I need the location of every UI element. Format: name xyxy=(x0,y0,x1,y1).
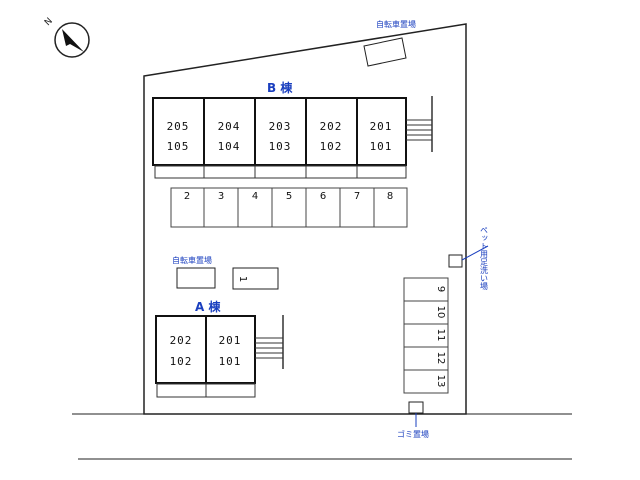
bicycle-parking-mid xyxy=(176,267,216,289)
unit-upper: 201 xyxy=(370,120,393,133)
parking-number: 2 xyxy=(184,191,190,202)
parking-number: 7 xyxy=(354,191,360,202)
unit-upper: 203 xyxy=(269,120,292,133)
building-b-unit: 205 105 xyxy=(152,97,205,166)
parking-number: 13 xyxy=(435,375,446,388)
building-b-balcony xyxy=(154,165,407,179)
pet-wash-leader xyxy=(461,245,489,261)
parking-row xyxy=(170,187,408,228)
unit-lower: 101 xyxy=(219,355,242,368)
unit-lower: 102 xyxy=(320,140,343,153)
building-b-label: B 棟 xyxy=(267,80,293,95)
parking-number: 1 xyxy=(237,276,248,282)
unit-upper: 205 xyxy=(167,120,190,133)
bicycle-parking-mid-label: 自転車置場 xyxy=(172,255,212,265)
parking-number: 4 xyxy=(252,191,258,202)
building-a-unit: 202 102 xyxy=(155,315,207,384)
parking-space xyxy=(271,187,307,228)
parking-space xyxy=(237,187,273,228)
site-boundary xyxy=(143,23,467,415)
compass-north-label: N xyxy=(43,16,55,28)
parking-number: 5 xyxy=(286,191,292,202)
parking-space xyxy=(403,369,449,394)
compass: N xyxy=(43,16,90,58)
parking-space xyxy=(339,187,375,228)
garbage-label: ゴミ置場 xyxy=(397,429,429,439)
building-a: 202 102 201 101 xyxy=(155,315,284,398)
building-b-unit: 203 103 xyxy=(254,97,307,166)
parking-space-single xyxy=(232,267,279,290)
garbage-area xyxy=(408,401,424,414)
building-b: 205 105 204 104 203 103 202 102 201 101 xyxy=(152,96,433,179)
unit-lower: 104 xyxy=(218,140,241,153)
parking-number: 6 xyxy=(320,191,326,202)
parking-space xyxy=(170,187,205,228)
parking-space xyxy=(305,187,341,228)
parking-number: 8 xyxy=(387,191,393,202)
unit-upper: 201 xyxy=(219,334,242,347)
building-b-stairs xyxy=(406,96,433,152)
parking-space xyxy=(203,187,239,228)
unit-lower: 105 xyxy=(167,140,190,153)
unit-lower: 102 xyxy=(170,355,193,368)
compass-arrow-icon xyxy=(62,29,84,52)
parking-column-numbers: 9 10 11 12 13 xyxy=(435,286,446,388)
bicycle-parking-top xyxy=(363,37,407,67)
unit-upper: 202 xyxy=(320,120,343,133)
parking-number: 12 xyxy=(435,352,446,365)
building-a-unit: 201 101 xyxy=(205,315,256,384)
building-a-label: A 棟 xyxy=(195,299,221,314)
parking-row-numbers: 2 3 4 5 6 7 8 xyxy=(184,191,393,202)
parking-number: 11 xyxy=(435,329,446,342)
bicycle-parking-top-label: 自転車置場 xyxy=(376,19,416,29)
unit-upper: 202 xyxy=(170,334,193,347)
unit-lower: 101 xyxy=(370,140,393,153)
parking-number: 10 xyxy=(435,306,446,319)
parking-space xyxy=(373,187,408,228)
parking-column xyxy=(403,277,449,394)
pet-wash-label: ペット用足洗い場 xyxy=(480,226,489,291)
unit-upper: 204 xyxy=(218,120,241,133)
building-b-unit: 202 102 xyxy=(305,97,358,166)
pet-wash-station xyxy=(448,254,463,268)
building-b-unit: 201 101 xyxy=(356,97,407,166)
unit-lower: 103 xyxy=(269,140,292,153)
parking-number: 3 xyxy=(218,191,224,202)
parking-number: 9 xyxy=(435,286,446,292)
building-a-balcony xyxy=(156,383,256,398)
building-a-stairs xyxy=(255,315,284,369)
building-b-unit: 204 104 xyxy=(203,97,256,166)
compass-ring xyxy=(54,22,90,58)
